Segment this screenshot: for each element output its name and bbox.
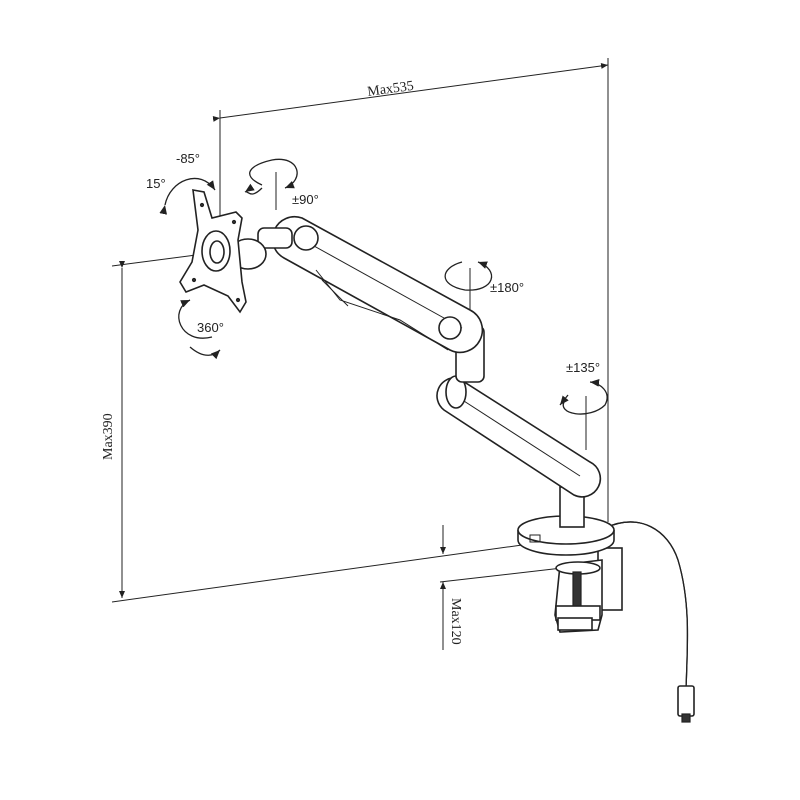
- max-reach-label: Max535: [367, 79, 415, 100]
- head-swivel-label: ±90°: [292, 192, 319, 207]
- desk-clamp: [554, 547, 623, 633]
- arm-base: [517, 486, 615, 556]
- base-swivel-label: ±135°: [566, 360, 600, 375]
- tilt-back-label: -85°: [176, 151, 200, 166]
- max-reach-dimension: Max535: [212, 58, 609, 522]
- rotate-screen-label: 360°: [197, 320, 224, 335]
- max-clamp-label: Max120: [448, 598, 463, 645]
- rotate-arrow-icon: [178, 299, 213, 339]
- vesa-plate: [179, 189, 247, 314]
- usb-port-icon: [529, 534, 541, 543]
- upper-arm: [271, 215, 484, 354]
- head-swivel-arrow-icon: [244, 158, 298, 210]
- max-height-label: Max390: [101, 413, 116, 460]
- lower-arm: [436, 375, 602, 498]
- elbow-swivel-label: ±180°: [490, 280, 524, 295]
- base-swivel-arrow-icon: [559, 379, 608, 450]
- tilt-forward-label: 15°: [146, 176, 166, 191]
- tilt-arrow-icon: [159, 177, 216, 215]
- elbow-swivel-arrow-icon: [444, 261, 493, 310]
- usb-plug-icon: [677, 685, 695, 717]
- max-clamp-dimension: Max120: [439, 525, 563, 650]
- max-height-dimension: Max390: [101, 245, 523, 603]
